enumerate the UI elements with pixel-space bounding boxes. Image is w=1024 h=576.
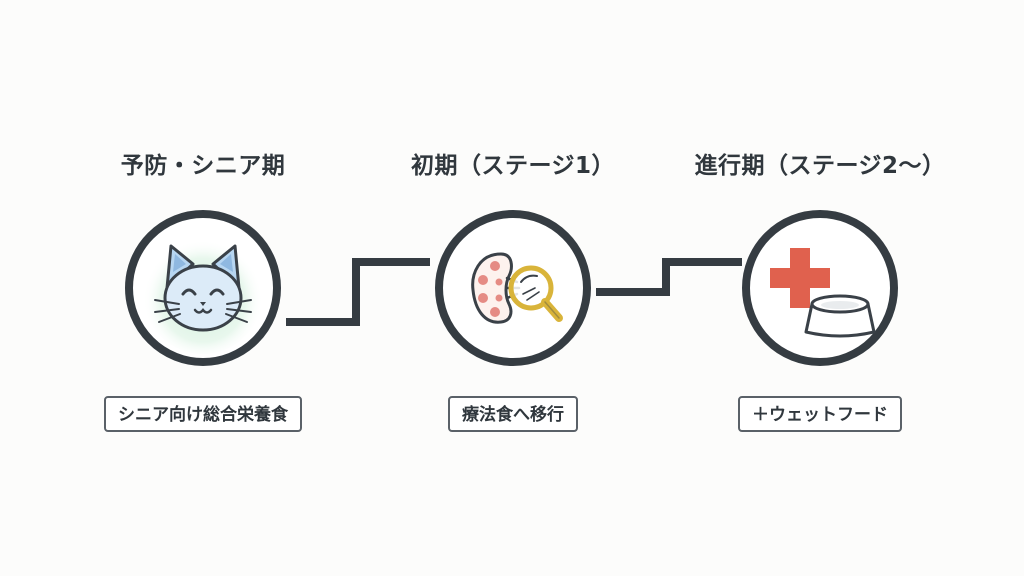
stage-1-title: 予防・シニア期 xyxy=(120,153,286,179)
stage-3-label: ＋ウェットフード xyxy=(738,396,902,432)
pet-bowl-icon xyxy=(804,294,876,338)
stage-2-label: 療法食へ移行 xyxy=(448,396,578,432)
stage-3-circle xyxy=(742,210,898,366)
smiling-cat-icon xyxy=(143,234,263,354)
kidney-magnifier-icon xyxy=(471,252,563,324)
medical-cross-icon xyxy=(770,248,830,308)
stage-2-title: 初期（ステージ1） xyxy=(410,153,616,179)
stage-1-circle xyxy=(125,210,281,366)
stage-2-circle xyxy=(435,210,591,366)
connector-line-1 xyxy=(286,258,430,326)
connector-line-2 xyxy=(596,258,742,296)
medical-cross-bowl-icon xyxy=(770,248,876,338)
stage-3-title: 進行期（ステージ2〜） xyxy=(694,153,946,179)
stage-1-label: シニア向け総合栄養食 xyxy=(104,396,302,432)
